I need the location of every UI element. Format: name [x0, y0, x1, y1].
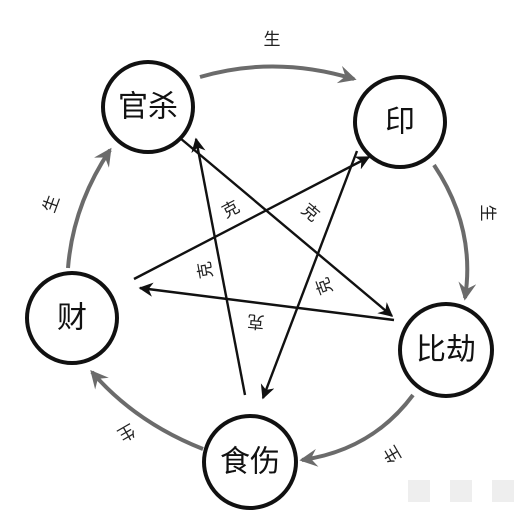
ke-arrow-shishang-to-guansha	[191, 137, 247, 396]
node-bijie-label: 比劫	[416, 333, 476, 368]
sheng-label-bijie-to-shishang: 生	[380, 442, 406, 467]
node-shishang: 食伤	[202, 414, 298, 510]
ke-label-bijie-to-cai: 克	[247, 310, 266, 331]
node-cai: 财	[25, 271, 119, 365]
node-guansha-label: 官杀	[118, 90, 178, 125]
ke-labels: 克 克 克 克 克	[195, 197, 338, 332]
sheng-arrow-bijie-to-shishang	[299, 393, 415, 467]
ke-arrow-guansha-to-bijie	[179, 137, 394, 317]
node-cai-label: 财	[57, 301, 87, 336]
sheng-label-cai-to-guansha: 生	[40, 193, 65, 216]
ke-arrow-cai-to-yin	[133, 155, 371, 281]
ke-label-yin-to-shishang: 克	[313, 275, 338, 298]
ke-label-cai-to-yin: 克	[219, 197, 243, 223]
ke-label-shishang-to-guansha: 克	[195, 260, 218, 280]
node-shishang-label: 食伤	[220, 445, 280, 480]
sheng-arrow-shishang-to-cai	[90, 369, 204, 451]
sheng-arrow-yin-to-bijie	[432, 163, 477, 301]
sheng-label-yin-to-bijie: 生	[477, 205, 497, 222]
ke-arrow-yin-to-shishang	[260, 150, 359, 400]
ke-label-guansha-to-bijie: 克	[297, 200, 323, 226]
node-guansha: 官杀	[101, 60, 195, 154]
node-yin-label: 印	[385, 105, 415, 140]
node-yin: 印	[353, 75, 447, 169]
sheng-arrow-guansha-to-yin	[199, 64, 357, 84]
sheng-arcs	[66, 64, 477, 467]
node-bijie: 比劫	[398, 302, 494, 398]
ke-arrow-bijie-to-cai	[138, 282, 395, 322]
sheng-arrow-cai-to-guansha	[66, 147, 112, 269]
sheng-label-shishang-to-cai: 生	[114, 419, 139, 445]
corner-watermark	[408, 480, 514, 502]
ke-lines	[133, 137, 395, 400]
sheng-label-guansha-to-yin: 生	[264, 30, 281, 50]
